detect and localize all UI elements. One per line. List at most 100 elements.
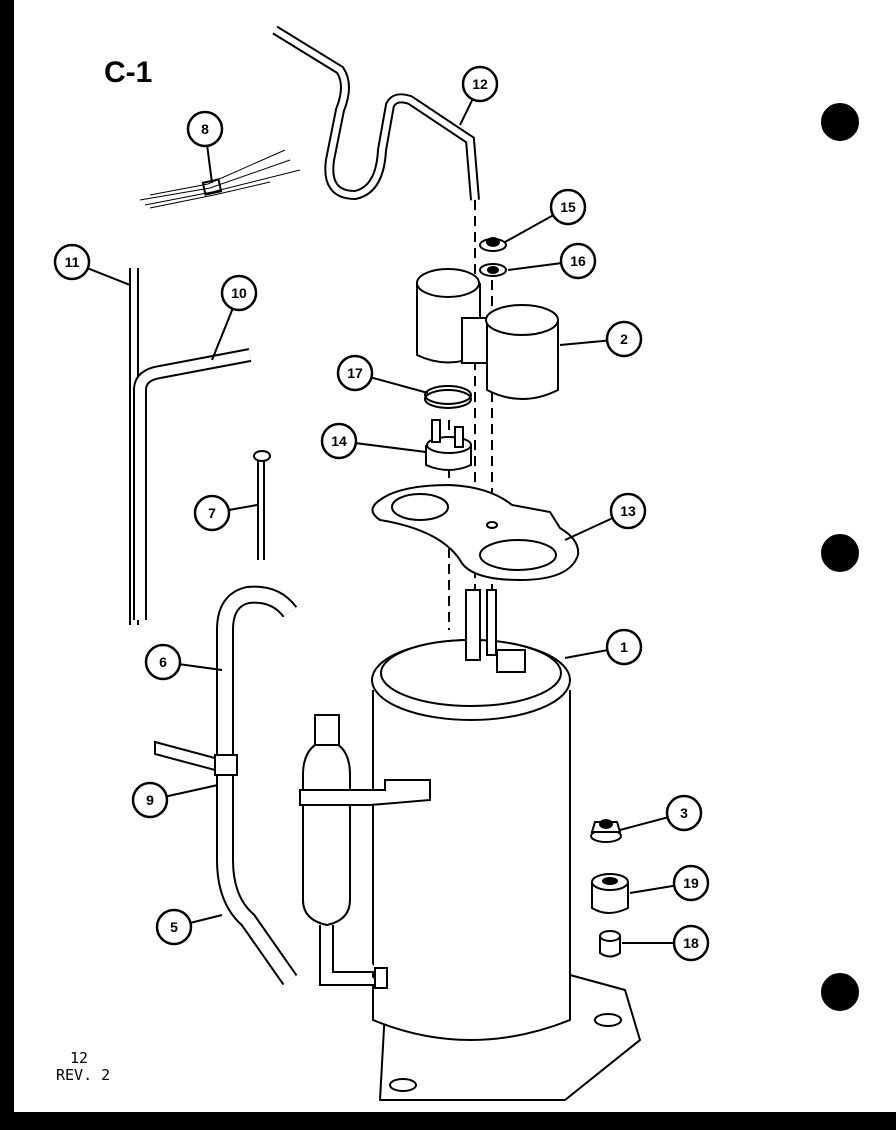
callout-number: 15 xyxy=(560,199,576,215)
page-number: 12 xyxy=(70,1049,89,1067)
callout-14: 14 xyxy=(320,422,427,460)
callout-number: 10 xyxy=(231,285,247,301)
part-15-nut-hole xyxy=(486,237,500,247)
callout-circle xyxy=(605,628,643,666)
callout-circle xyxy=(609,492,647,530)
callout-circle xyxy=(461,65,499,103)
callout-number: 17 xyxy=(347,365,363,381)
callout-12: 12 xyxy=(459,65,499,126)
leader-line xyxy=(504,214,554,243)
callout-19: 19 xyxy=(629,864,710,902)
callout-number: 12 xyxy=(472,76,488,92)
leader-line xyxy=(371,376,429,394)
part-16-washer-hole xyxy=(487,266,499,274)
callout-circle xyxy=(220,274,258,312)
callout-6: 6 xyxy=(144,643,223,681)
callout-number: 3 xyxy=(680,805,688,821)
callout-number: 8 xyxy=(201,121,209,137)
part-6-suction-tube xyxy=(216,585,298,986)
leader-line xyxy=(190,914,223,924)
callout-11: 11 xyxy=(53,243,131,286)
callout-circle xyxy=(155,908,193,946)
left-border xyxy=(0,0,14,1130)
part-7-tie-strap xyxy=(253,450,271,560)
part-18-sleeve xyxy=(599,930,621,958)
page-footer: 12 REV. 2 xyxy=(56,1050,110,1084)
leader-line xyxy=(564,517,613,541)
callout-10: 10 xyxy=(211,274,258,361)
leader-line xyxy=(179,663,223,671)
callout-circle xyxy=(320,422,358,460)
binder-hole xyxy=(821,973,859,1011)
callout-circle xyxy=(336,354,374,392)
callout-number: 19 xyxy=(683,875,699,891)
callout-circle xyxy=(144,643,182,681)
part-19-grommet xyxy=(591,873,629,914)
callout-number: 14 xyxy=(331,433,347,449)
callout-circle xyxy=(605,320,643,358)
callout-number: 5 xyxy=(170,919,178,935)
callout-number: 18 xyxy=(683,935,699,951)
callout-5: 5 xyxy=(155,908,223,946)
part-13-gasket xyxy=(371,483,580,582)
callout-circle xyxy=(559,242,597,280)
binder-hole xyxy=(821,103,859,141)
callout-circle xyxy=(131,781,169,819)
part-16-washer xyxy=(479,263,507,277)
binder-hole xyxy=(821,534,859,572)
callout-circle xyxy=(665,794,703,832)
part-2-capacitor xyxy=(416,268,559,400)
bottom-border xyxy=(0,1112,896,1130)
leader-line xyxy=(206,145,213,184)
leader-line xyxy=(559,339,608,346)
leader-line xyxy=(507,262,562,271)
part-1-compressor xyxy=(371,589,642,1101)
leader-line xyxy=(459,98,474,126)
callout-16: 16 xyxy=(507,242,597,280)
callout-17: 17 xyxy=(336,354,429,394)
callout-circle xyxy=(672,924,710,962)
callout-number: 2 xyxy=(620,331,628,347)
callout-number: 9 xyxy=(146,792,154,808)
diagram-title: C-1 xyxy=(104,56,153,89)
leader-line xyxy=(355,442,427,453)
callout-3: 3 xyxy=(619,794,703,832)
leader-line xyxy=(211,308,234,361)
revision-label: REV. 2 xyxy=(56,1066,111,1084)
part-17-clip xyxy=(424,389,472,409)
callout-18: 18 xyxy=(622,924,710,962)
leader-line xyxy=(228,504,258,512)
callout-circle xyxy=(193,494,231,532)
callout-circle xyxy=(672,864,710,902)
callout-circle xyxy=(186,110,224,148)
callout-13: 13 xyxy=(564,492,647,541)
callout-7: 7 xyxy=(193,494,258,532)
leader-line xyxy=(629,884,675,894)
part-3-nut xyxy=(590,819,622,843)
callout-number: 7 xyxy=(208,505,216,521)
callout-number: 6 xyxy=(159,654,167,670)
callout-circle xyxy=(53,243,91,281)
part-12-discharge-tube xyxy=(272,25,480,201)
accumulator xyxy=(299,714,431,989)
leader-line xyxy=(166,784,219,798)
callout-number: 1 xyxy=(620,639,628,655)
leader-line xyxy=(87,267,131,286)
callout-8: 8 xyxy=(186,110,224,184)
callout-circle xyxy=(549,188,587,226)
callout-2: 2 xyxy=(559,320,643,358)
part-8-wire-harness xyxy=(139,149,301,209)
leader-line xyxy=(619,816,668,831)
leader-line xyxy=(564,649,608,659)
part-14-relay xyxy=(425,419,472,471)
part-9-clamp xyxy=(154,740,238,776)
callout-1: 1 xyxy=(564,628,643,666)
callout-15: 15 xyxy=(504,188,587,243)
part-17-clip xyxy=(424,385,472,405)
part-10-tube xyxy=(133,348,252,620)
callout-number: 13 xyxy=(620,503,636,519)
callout-number: 11 xyxy=(65,254,80,270)
